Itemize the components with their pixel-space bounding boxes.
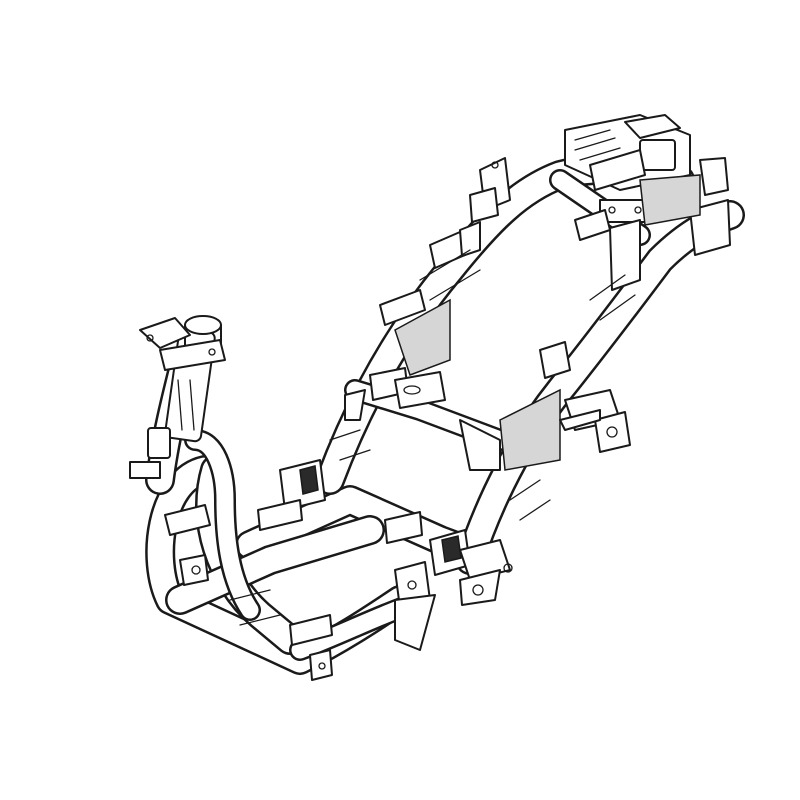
front-brackets — [164, 504, 333, 681]
steering-head — [129, 315, 226, 479]
rear-engine-mount — [459, 389, 631, 606]
detail-lines — [229, 249, 636, 626]
right-upper-rail — [455, 200, 745, 575]
left-rear-uprights — [459, 157, 511, 257]
center-mounts — [257, 459, 471, 651]
rear-top-bracket — [564, 114, 731, 291]
middle-mounts — [344, 231, 571, 471]
